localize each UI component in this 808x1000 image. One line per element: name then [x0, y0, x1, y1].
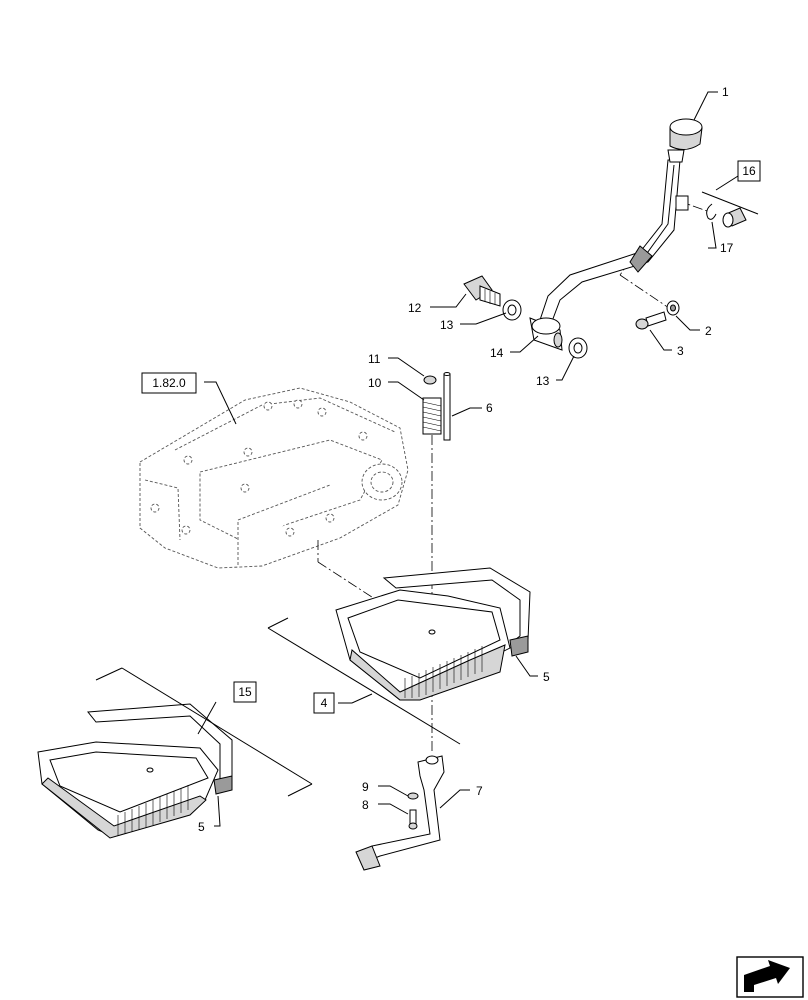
- dipstick-cap: [669, 118, 703, 150]
- washer-13-left: [502, 299, 522, 321]
- svg-text:15: 15: [238, 685, 252, 699]
- callout-12: 12: [408, 301, 422, 315]
- oil-pan-15: [37, 703, 233, 839]
- callout-13-lower: 13: [536, 374, 550, 388]
- callout-2: 2: [705, 324, 712, 338]
- washer-13-right: [568, 337, 588, 359]
- fitting-12: [463, 275, 501, 307]
- callout-17: 17: [720, 241, 734, 255]
- spring-10: [422, 397, 442, 435]
- callout-10: 10: [368, 376, 382, 390]
- svg-text:4: 4: [321, 696, 328, 710]
- bolt-8: [408, 809, 418, 830]
- reference-box-1-82-0[interactable]: 1.82.0: [141, 372, 197, 394]
- callout-labels: 1 2 3 17 12 13 14 13 11 10 6 5 5 7 9 8: [198, 85, 734, 834]
- callout-7: 7: [476, 784, 483, 798]
- callout-14: 14: [490, 346, 504, 360]
- callout-box-4: 4: [313, 692, 335, 714]
- callout-3: 3: [677, 344, 684, 358]
- washer-9: [407, 792, 419, 800]
- rod-6: [443, 372, 451, 441]
- callout-11: 11: [368, 352, 381, 366]
- callout-5-lower: 5: [198, 820, 205, 834]
- nut-11: [423, 375, 437, 385]
- callout-box-15: 15: [233, 681, 257, 703]
- dipstick-tube: [535, 149, 689, 333]
- bolt-3: [635, 311, 667, 330]
- housing-reference-ghost: [139, 387, 409, 569]
- callout-9: 9: [362, 780, 369, 794]
- union-14: [529, 317, 563, 351]
- callout-6: 6: [486, 401, 493, 415]
- section-lines: [95, 191, 759, 797]
- callout-box-16: 16: [737, 160, 761, 182]
- gasket-5-lower: [213, 775, 233, 795]
- next-page-arrow-icon[interactable]: [736, 956, 804, 998]
- plug: [722, 207, 747, 228]
- callout-8: 8: [362, 798, 369, 812]
- o-ring-17: [706, 203, 717, 220]
- suction-pipe-7: [355, 755, 445, 871]
- washer-2: [666, 300, 680, 316]
- oil-pan-4: [335, 567, 531, 701]
- reference-label: 1.82.0: [152, 376, 186, 390]
- callout-13-upper: 13: [440, 318, 454, 332]
- gasket-5-upper: [509, 635, 529, 657]
- svg-text:16: 16: [742, 164, 756, 178]
- callout-5-upper: 5: [543, 670, 550, 684]
- callout-1: 1: [722, 85, 729, 99]
